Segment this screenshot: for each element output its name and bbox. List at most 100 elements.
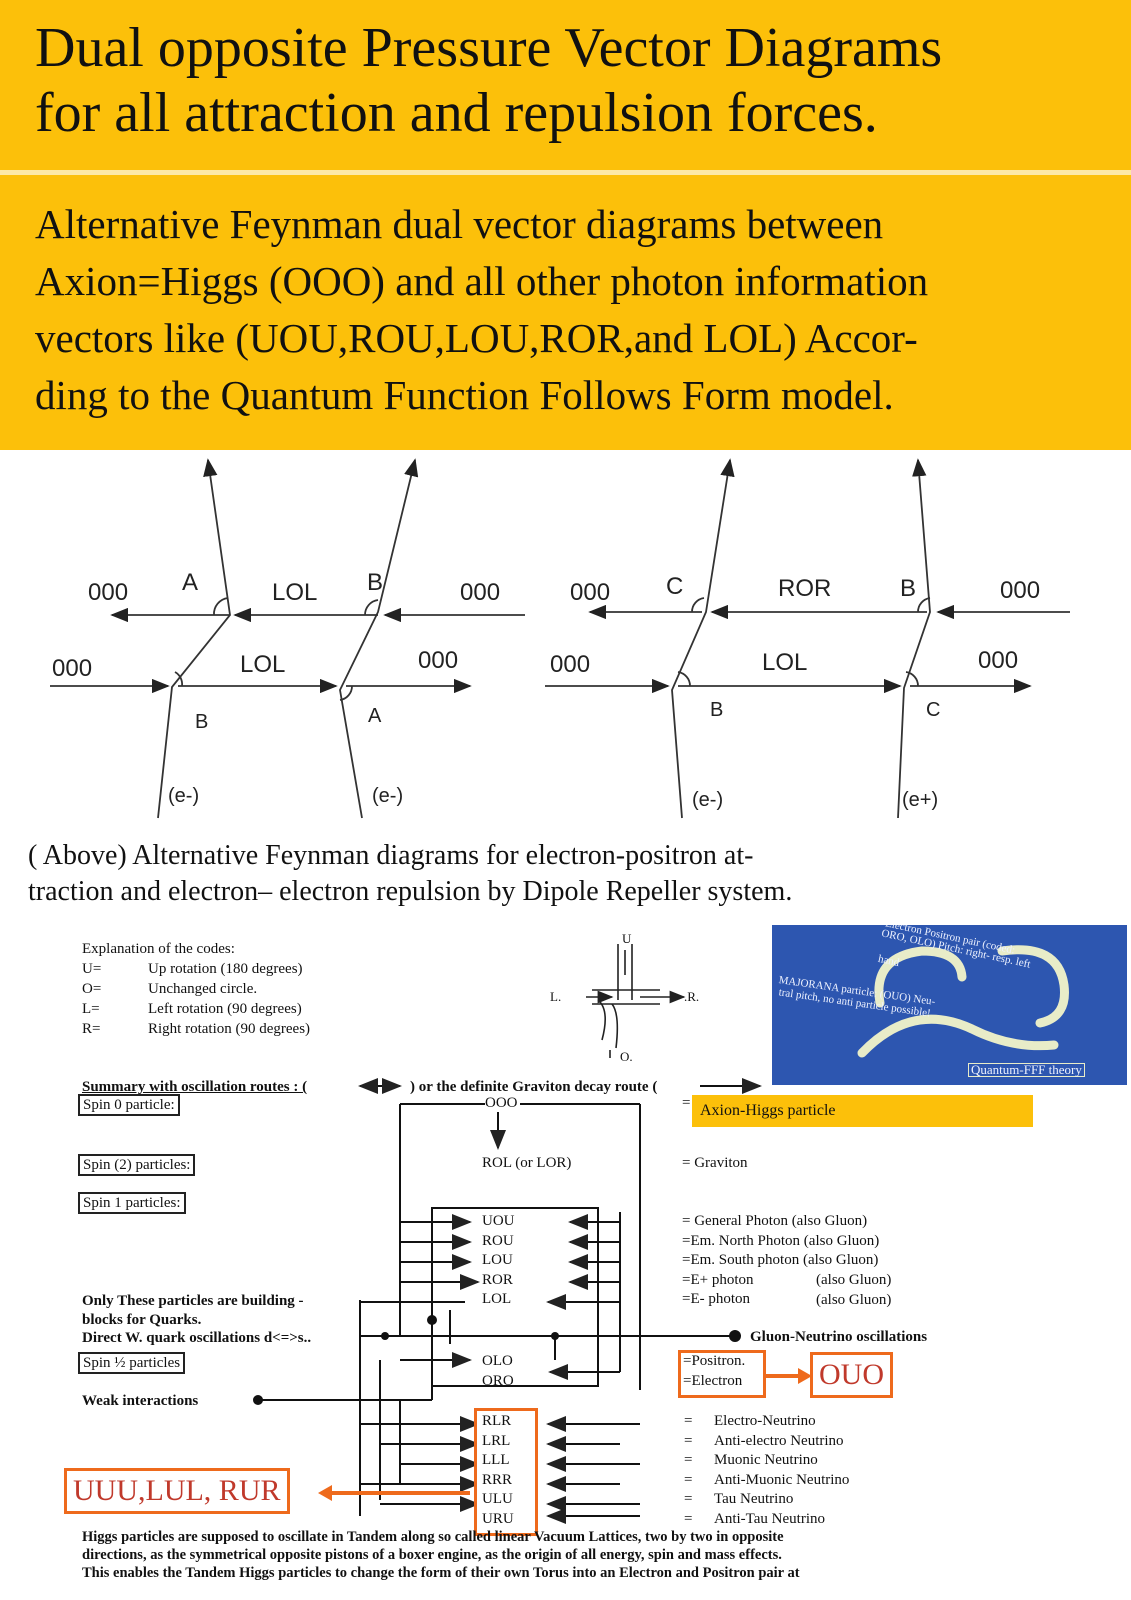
d1-bot-mid: LOL — [240, 651, 285, 678]
d1-bot-left: 000 — [52, 655, 92, 682]
d1-b-label: B — [367, 569, 383, 596]
electron-label: =Electron — [683, 1372, 743, 1389]
gluon-neutrino-label: Gluon-Neutrino oscillations — [750, 1329, 928, 1345]
code-key-u: U= — [82, 961, 102, 977]
spin-half-box: Spin ½ particles — [78, 1352, 186, 1374]
axion-higgs-label: Axion-Higgs particle — [692, 1095, 1033, 1127]
code-val-o: Unchanged circle. — [148, 981, 258, 997]
code-key-o: O= — [82, 981, 102, 997]
d1-top-left: 000 — [88, 579, 128, 606]
d2-c-label: C — [666, 573, 683, 600]
d1-a-label: A — [182, 569, 198, 596]
neutrino-code: URU — [482, 1510, 514, 1527]
d1-top-right: 000 — [460, 579, 500, 606]
page-subtitle: Alternative Feynman dual vector diagrams… — [35, 201, 929, 418]
neutrino-eq-list: = = = = = = — [684, 1412, 692, 1530]
d2-b2-label: B — [710, 699, 723, 721]
codes-heading: Explanation of the codes: — [82, 941, 235, 957]
neutrino-code: RRR — [482, 1471, 513, 1488]
code-val-u: Up rotation (180 degrees) — [148, 961, 303, 977]
d1-bot-right: 000 — [418, 647, 458, 674]
d2-p2-label: (e+) — [902, 789, 938, 811]
graviton-label: = Graviton — [682, 1155, 748, 1171]
d2-top-mid: ROR — [778, 575, 831, 602]
d1-p2-label: (e-) — [372, 785, 403, 807]
page-title: Dual opposite Pressure Vector Diagrams f… — [35, 17, 943, 144]
rol-node: ROL (or LOR) — [482, 1155, 572, 1171]
d2-b-label: B — [900, 575, 916, 602]
band-separator — [0, 170, 1131, 175]
neutrino-desc: Anti-Muonic Neutrino — [714, 1471, 850, 1488]
neutrino-desc-list: Electro-Neutrino Anti-electro Neutrino M… — [714, 1412, 849, 1530]
photon-list: UOU ROU LOU ROR LOL — [482, 1212, 515, 1310]
ouo-box: OUO — [810, 1352, 893, 1398]
eq-sign: = — [684, 1471, 693, 1488]
particle-line-3 — [671, 458, 735, 819]
gluon-note: (also Gluon) — [816, 1291, 892, 1308]
d2-bot-mid: LOL — [762, 649, 807, 676]
photon-code: ROU — [482, 1232, 514, 1249]
eq-sign: = — [684, 1432, 693, 1449]
ooo-node: OOO — [485, 1095, 518, 1111]
d1-a2-label: A — [368, 705, 382, 727]
cross-u-label: U — [622, 931, 632, 946]
summary-line-mid: ) or the definite Graviton decay route ( — [410, 1079, 658, 1095]
photon-desc: =Em. South photon (also Gluon) — [682, 1252, 879, 1269]
neutrino-code: LRL — [482, 1432, 511, 1449]
axion-eq: = — [682, 1095, 691, 1111]
olo-node: OLO — [482, 1353, 513, 1369]
particle-line-4 — [897, 458, 931, 819]
d2-bot-right: 000 — [978, 647, 1018, 674]
cross-l-label: L. — [550, 989, 562, 1004]
d2-c2-label: C — [926, 699, 940, 721]
neutrino-list: RLR LRL LLL RRR ULU URU — [482, 1412, 514, 1530]
quarks-line-1: Only These particles are building - — [82, 1293, 304, 1309]
d2-top-right: 000 — [1000, 577, 1040, 604]
photon-desc: =E+ photon — [682, 1271, 754, 1288]
eq-sign: = — [684, 1491, 693, 1508]
neutrino-code: LLL — [482, 1452, 510, 1469]
neutrino-desc: Electro-Neutrino — [714, 1413, 816, 1429]
oro-node: ORO — [482, 1372, 514, 1389]
eq-sign: = — [684, 1510, 693, 1527]
subtitle-band — [0, 175, 1131, 450]
neutrino-desc: Anti-Tau Neutrino — [714, 1510, 826, 1527]
quarks-line-2: blocks for Quarks. — [82, 1312, 202, 1328]
d1-b2-label: B — [195, 711, 208, 733]
neutrino-code: RLR — [482, 1413, 512, 1429]
lepton-list: OLO ORO — [482, 1352, 514, 1391]
code-val-l: Left rotation (90 degrees) — [148, 1001, 302, 1017]
code-key-r: R= — [82, 1021, 101, 1037]
electron-positron-box — [678, 1350, 766, 1398]
spin0-box: Spin 0 particle: — [78, 1094, 180, 1116]
gluon-note: (also Gluon) — [816, 1272, 892, 1288]
diagram-caption: ( Above) Alternative Feynman diagrams fo… — [28, 840, 793, 907]
w-quark-label: Direct W. quark oscillations d<=>s.. — [82, 1330, 312, 1346]
photon-desc-list: = General Photon (also Gluon) =Em. North… — [682, 1212, 879, 1310]
footnote: Higgs particles are supposed to oscillat… — [82, 1529, 800, 1581]
photon-desc: = General Photon (also Gluon) — [682, 1213, 868, 1229]
code-val-r: Right rotation (90 degrees) — [148, 1021, 311, 1037]
d2-bot-left: 000 — [550, 651, 590, 678]
d1-top-mid: LOL — [272, 579, 317, 606]
gluon-note-list: (also Gluon) (also Gluon) — [816, 1271, 891, 1310]
eq-sign: = — [684, 1452, 693, 1469]
photon-code: UOU — [482, 1213, 515, 1229]
photon-desc: =Em. North Photon (also Gluon) — [682, 1232, 880, 1249]
uuu-box: UUU,LUL, RUR — [64, 1468, 290, 1514]
particle-line-1 — [157, 458, 231, 819]
spin2-box: Spin (2) particles: — [78, 1154, 196, 1176]
cross-r-label: .R. — [684, 989, 700, 1004]
code-key-l: L= — [82, 1001, 100, 1017]
d2-p1-label: (e-) — [692, 789, 723, 811]
positron-label: =Positron. — [683, 1353, 746, 1369]
photon-code: LOL — [482, 1291, 512, 1308]
summary-line-pre: Summary with oscillation routes : ( — [82, 1079, 308, 1095]
spin1-box: Spin 1 particles: — [78, 1192, 186, 1214]
neutrino-box — [474, 1408, 538, 1536]
cross-o-label: O. — [620, 1049, 633, 1064]
title-band — [0, 0, 1131, 170]
photon-code: LOU — [482, 1252, 513, 1269]
d2-top-left: 000 — [570, 579, 610, 606]
photon-code: ROR — [482, 1271, 513, 1288]
